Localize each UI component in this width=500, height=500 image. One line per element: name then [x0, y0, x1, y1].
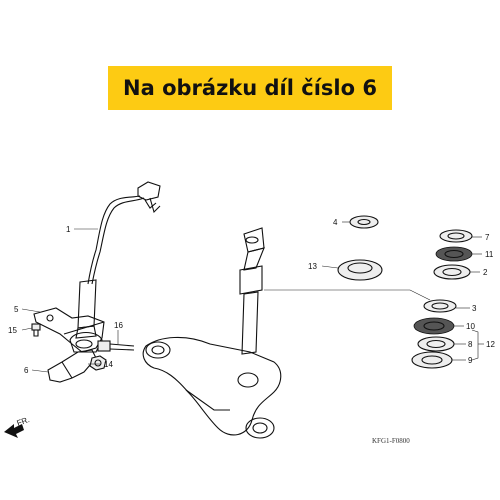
- front-arrow-label: FR.: [16, 415, 31, 428]
- callout-14: 14: [104, 360, 113, 369]
- diagram-code: KFG1-F0800: [372, 437, 410, 445]
- part-10-bearing: [413, 317, 455, 335]
- part-1-cable-assembly: [69, 181, 161, 353]
- part-6-bracket: [47, 349, 97, 383]
- part-4-nut: [349, 215, 379, 229]
- callout-16: 16: [114, 321, 123, 330]
- callout-3: 3: [472, 304, 477, 313]
- leader-lines: [21, 221, 484, 373]
- steering-stem: [142, 227, 282, 439]
- callout-2: 2: [483, 268, 488, 277]
- callout-1: 1: [66, 225, 71, 234]
- callout-6: 6: [24, 366, 29, 375]
- callout-7: 7: [485, 233, 490, 242]
- callout-9: 9: [468, 356, 473, 365]
- part-14-nut: [89, 355, 107, 371]
- part-3-dust-seal: [423, 299, 457, 313]
- callout-13: 13: [308, 262, 317, 271]
- part-9-race: [411, 351, 453, 369]
- part-8-race: [417, 336, 455, 352]
- callout-15: 15: [8, 326, 17, 335]
- callout-labels: 1 5 15 6 16 14 4 13 7 11 2 3 10 8 12 9: [8, 218, 495, 375]
- front-direction-arrow: FR.: [4, 415, 31, 438]
- banner-text: Na obrázku díl číslo 6: [123, 76, 377, 100]
- callout-10: 10: [466, 322, 475, 331]
- part-number-banner: Na obrázku díl číslo 6: [108, 66, 392, 110]
- part-2-race: [433, 264, 471, 280]
- callout-11: 11: [485, 250, 494, 259]
- callout-8: 8: [468, 340, 473, 349]
- part-16-bolt: [97, 340, 135, 352]
- part-7-race: [439, 229, 473, 243]
- callout-12: 12: [486, 340, 495, 349]
- callout-5: 5: [14, 305, 19, 314]
- part-11-bearing: [435, 246, 473, 262]
- part-15-bolt: [31, 323, 41, 337]
- callout-4: 4: [333, 218, 338, 227]
- part-13-adjust-nut: [337, 259, 383, 281]
- part-5-bracket: [33, 307, 105, 353]
